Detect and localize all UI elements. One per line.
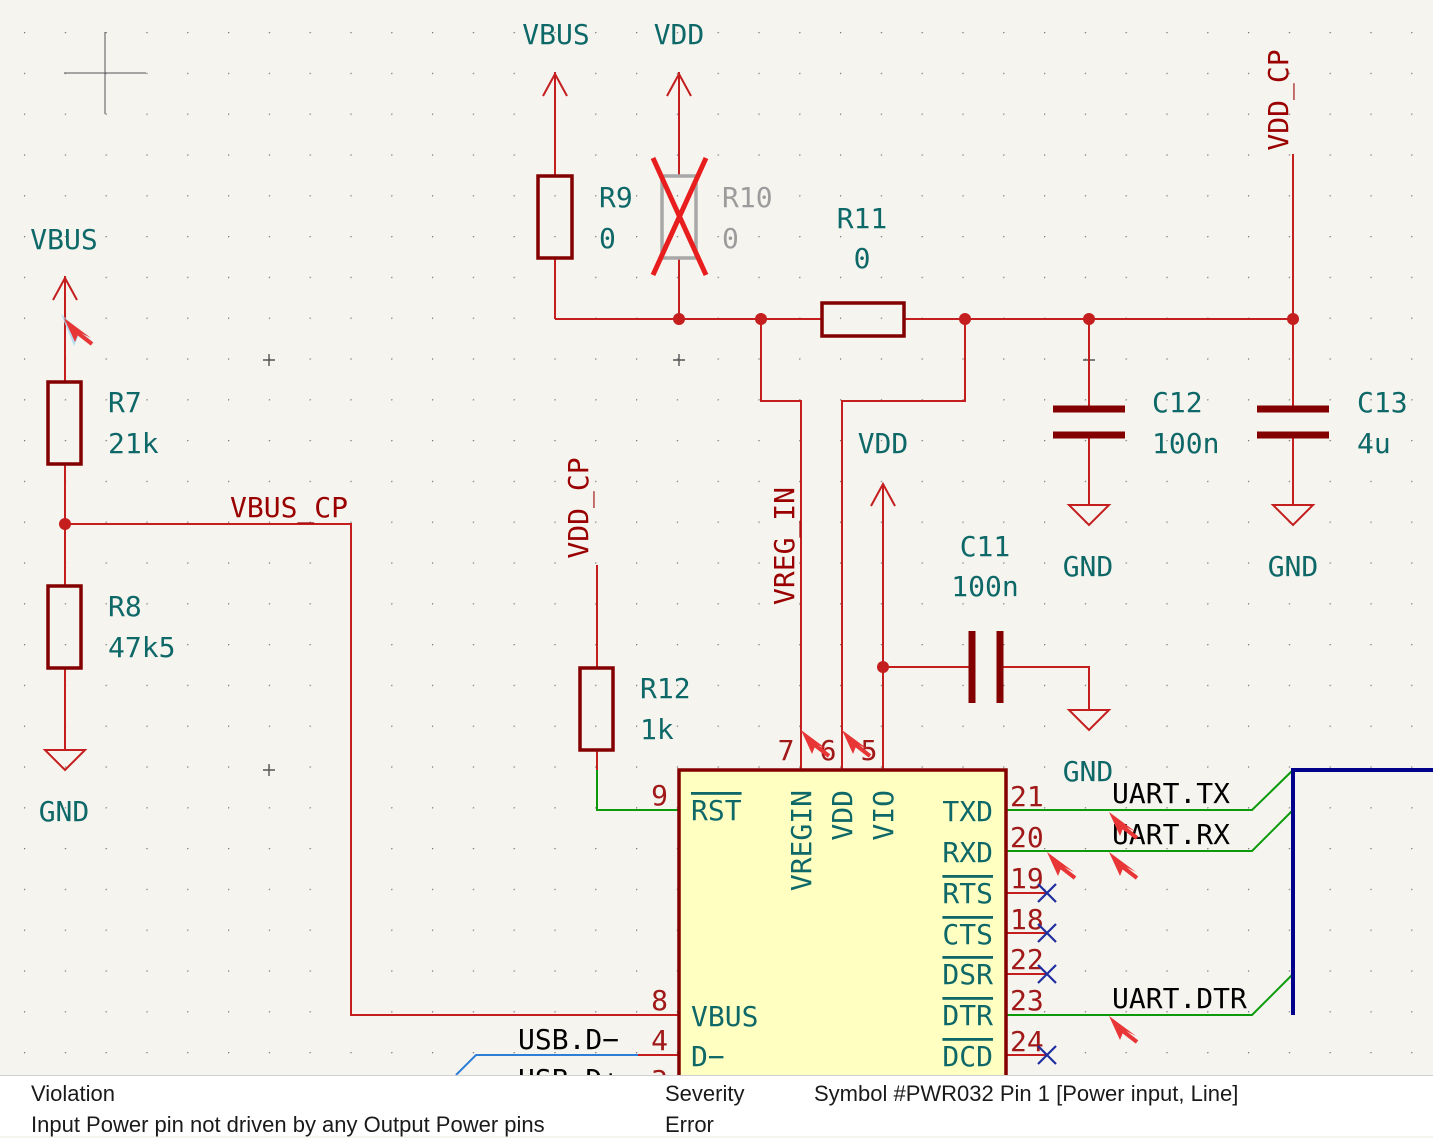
ic-pin-rts: RTS	[942, 877, 993, 910]
ic-pin-dtr: DTR	[942, 999, 993, 1032]
schematic-drawing[interactable]: VBUS VDD VDD_CP VBUS VDD VDD_CP GND GND …	[0, 0, 1433, 1075]
ic-pin-vdd: VDD	[826, 790, 859, 841]
erc-marker-selected-icon[interactable]	[61, 314, 95, 346]
ic-pin-20-num: 20	[1010, 821, 1044, 854]
ic-pin-dm: D−	[691, 1040, 725, 1073]
net-label-uart-dtr: UART.DTR	[1112, 982, 1247, 1015]
gnd-c13-label: GND	[1268, 550, 1319, 583]
ic-pin-4-num: 4	[651, 1024, 668, 1057]
resistor-r8[interactable]	[46, 584, 83, 670]
schematic-canvas[interactable]: VBUS VDD VDD_CP VBUS VDD VDD_CP GND GND …	[0, 0, 1433, 1075]
ic-pin-24-num: 24	[1010, 1025, 1044, 1058]
net-label-vreg-in: VREG_IN	[768, 487, 802, 605]
gnd-left-label: GND	[39, 795, 90, 828]
vbus-left-label: VBUS	[30, 223, 97, 256]
junctions	[59, 313, 1299, 673]
gnd-c12-label: GND	[1063, 550, 1114, 583]
net-label-vbus-cp: VBUS_CP	[230, 491, 348, 525]
c13-ref: C13	[1357, 386, 1408, 419]
c11-value: 100n	[951, 570, 1018, 603]
severity-header: Severity	[665, 1081, 745, 1106]
ic-pin-7-num: 7	[778, 734, 795, 767]
ic-body[interactable]	[677, 768, 1008, 1075]
capacitor-plates	[968, 405, 1329, 703]
r11-value: 0	[854, 242, 871, 275]
capacitor-c11[interactable]	[968, 631, 1004, 703]
c11-ref: C11	[960, 530, 1011, 563]
net-label-usb-dm: USB.D−	[518, 1023, 619, 1056]
violation-header: Violation	[31, 1081, 115, 1106]
gnd-c11-label: GND	[1063, 755, 1114, 788]
gnd-symbols	[42, 504, 1316, 772]
usb-wires	[455, 1054, 638, 1075]
vdd-mid-label: VDD	[858, 427, 909, 460]
r9-value: 0	[599, 222, 616, 255]
r9-ref: R9	[599, 181, 633, 214]
ic-pin-cts: CTS	[942, 918, 993, 951]
ic-pin-21-num: 21	[1010, 780, 1044, 813]
ic-pin-8-num: 8	[651, 984, 668, 1017]
ic-pin-6-num: 6	[820, 734, 837, 767]
resistor-r11[interactable]	[820, 301, 906, 338]
capacitor-c13[interactable]	[1257, 405, 1329, 439]
erc-markers[interactable]	[61, 314, 1139, 1044]
r11-ref: R11	[837, 202, 888, 235]
ic-pin-5-num: 5	[861, 734, 878, 767]
vdd-cp-mid-label: VDD_CP	[562, 457, 596, 558]
ic-pin-23-num: 23	[1010, 984, 1044, 1017]
ic-pin-rxd: RXD	[942, 836, 993, 869]
r10-ref: R10	[722, 181, 773, 214]
ic-pin-18-num: 18	[1010, 903, 1044, 936]
r10-value: 0	[722, 222, 739, 255]
resistor-r7[interactable]	[46, 380, 83, 466]
net-wires	[596, 769, 1294, 1016]
r12-ref: R12	[640, 672, 691, 705]
resistor-r12[interactable]	[578, 666, 615, 752]
power-arrows	[52, 71, 896, 507]
c13-value: 4u	[1357, 427, 1391, 460]
ic-pin-3-num: 3	[651, 1064, 668, 1075]
ic-pin-vregin: VREGIN	[785, 790, 818, 891]
r8-ref: R8	[108, 590, 142, 623]
resistor-r9[interactable]	[536, 174, 574, 260]
r7-ref: R7	[108, 386, 142, 419]
violation-item: Symbol #PWR032 Pin 1 [Power input, Line]	[814, 1081, 1239, 1106]
dnp-cross-icon	[650, 156, 709, 277]
crosshair-cursor	[64, 32, 146, 114]
r8-value: 47k5	[108, 631, 175, 664]
resistor-r10-dnp[interactable]	[650, 156, 709, 277]
ic-pin-vio: VIO	[867, 790, 900, 841]
r7-value: 21k	[108, 427, 159, 460]
ic-pin-9-num: 9	[651, 779, 668, 812]
vdd-cp-top-label: VDD_CP	[1262, 49, 1296, 150]
ic-pin-dsr: DSR	[942, 958, 993, 991]
ic-pin-19-num: 19	[1010, 862, 1044, 895]
ic-pin-txd: TXD	[942, 795, 993, 828]
ic-pin-22-num: 22	[1010, 943, 1044, 976]
r12-value: 1k	[640, 713, 674, 746]
net-label-usb-dp: USB.D+	[518, 1063, 619, 1075]
severity-value: Error	[665, 1112, 714, 1137]
vbus-top-label: VBUS	[522, 18, 589, 51]
net-label-uart-tx: UART.TX	[1112, 777, 1230, 810]
violation-tooltip: Violation Input Power pin not driven by …	[0, 1075, 1433, 1137]
vdd-top-label: VDD	[654, 18, 705, 51]
c12-ref: C12	[1152, 386, 1203, 419]
violation-message: Input Power pin not driven by any Output…	[31, 1112, 545, 1137]
uart-bus[interactable]	[1291, 768, 1433, 1015]
ic-pin-vbus: VBUS	[691, 1000, 758, 1033]
capacitor-c12[interactable]	[1053, 405, 1125, 439]
ic-pin-dcd: DCD	[942, 1040, 993, 1073]
resistor-bodies	[46, 174, 906, 752]
ic-pin-rst: RST	[691, 794, 742, 827]
c12-value: 100n	[1152, 427, 1219, 460]
